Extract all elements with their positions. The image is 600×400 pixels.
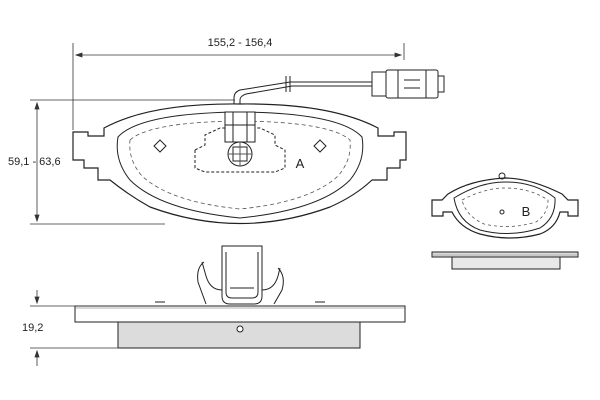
- pad-b-dashed-outline: [461, 187, 549, 227]
- pad-a-side-view-clip: [197, 245, 284, 305]
- height-dimension: [30, 99, 235, 225]
- pad-a-mounting-holes: [153, 139, 327, 153]
- pad-b-label: B: [522, 204, 531, 219]
- pad-b-side-view: [431, 251, 579, 270]
- width-dimension: [72, 43, 405, 130]
- pad-a-center-clip: [194, 111, 286, 173]
- thickness-dimension: [30, 290, 120, 366]
- thickness-dimension-label: 19,2: [22, 322, 43, 334]
- pad-b-mounting-holes: [498, 172, 506, 215]
- sensor-connector: [371, 69, 445, 99]
- height-dimension-label: 59,1 - 63,6: [8, 156, 61, 168]
- pad-a-side-view: [74, 301, 406, 349]
- pad-b-friction-material: [453, 181, 556, 234]
- pad-a-label: A: [296, 156, 305, 171]
- wear-sensor-cable: [233, 76, 372, 110]
- width-dimension-label: 155,2 - 156,4: [208, 37, 273, 49]
